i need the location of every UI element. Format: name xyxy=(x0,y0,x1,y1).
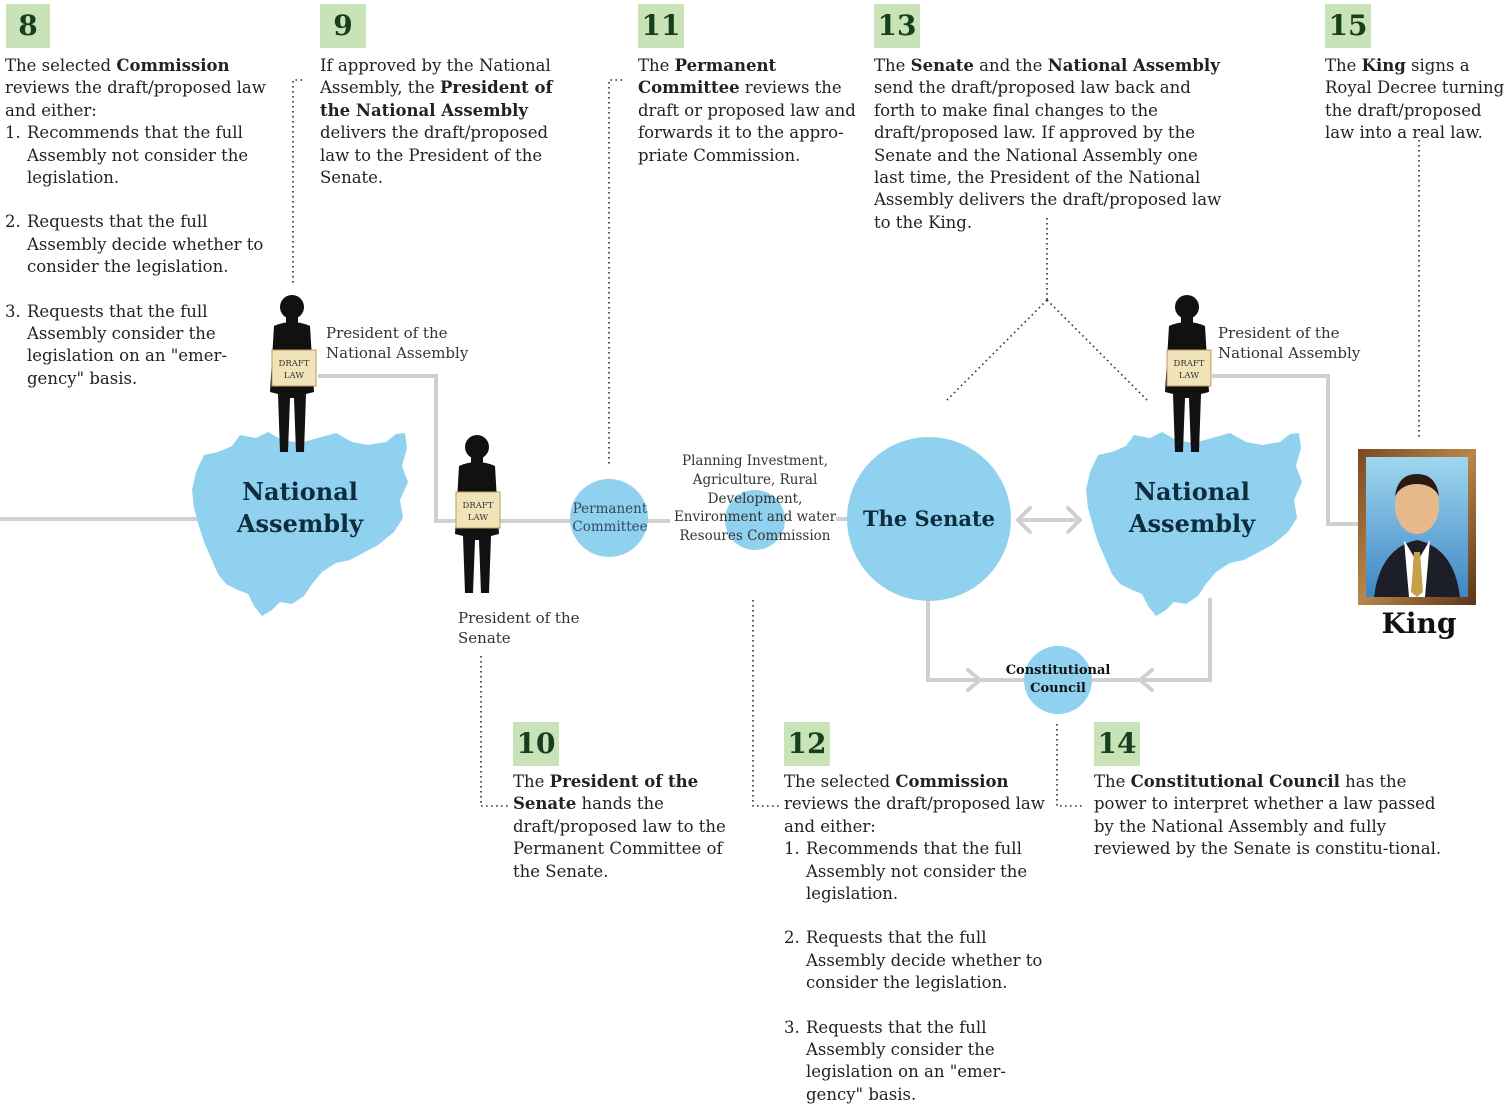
step-10-pre: The xyxy=(513,772,550,791)
senate-label: The Senate xyxy=(862,506,996,531)
step-8-options: 1. Recommends that the full Assembly not … xyxy=(5,122,275,390)
commission-bubble-icon xyxy=(725,490,785,550)
step-9-text: If approved by the National Assembly, th… xyxy=(320,55,570,189)
step-13-text: The Senate and the National Assembly sen… xyxy=(874,55,1224,234)
list-item-number: 2. xyxy=(784,928,800,948)
step-badge-11: 11 xyxy=(638,4,684,48)
constitutional-council-label: Constitutional Council xyxy=(1005,663,1111,696)
flow-arrows xyxy=(966,506,1154,692)
draft-law-sign-right-line1: DRAFT xyxy=(1174,359,1205,369)
king-portrait-icon xyxy=(1358,449,1476,605)
constitutional-council-bubble-icon xyxy=(1024,646,1092,714)
step-13-mid: and the xyxy=(973,56,1048,75)
step-15-pre: The xyxy=(1325,56,1362,75)
step-9-pre: If approved by the National Assembly, th… xyxy=(320,56,551,98)
commission-label: Planning Investment, Agriculture, Rural … xyxy=(673,453,837,545)
draft-law-sign-right-line2: LAW xyxy=(1179,371,1199,381)
step-11-bold: Permanent Committee xyxy=(638,56,777,98)
step-badge-12: 12 xyxy=(784,722,830,766)
step-8-intro-post: reviews the draft/proposed law and eithe… xyxy=(5,78,266,120)
list-item-number: 1. xyxy=(784,839,800,859)
step-10-bold: President of the Senate xyxy=(513,772,699,814)
national-assembly-left-label: National Assembly xyxy=(236,477,364,538)
list-item-text: Requests that the full Assembly consider… xyxy=(27,301,227,388)
draft-law-sign-left-line1: DRAFT xyxy=(279,359,310,369)
step-badge-13: 13 xyxy=(874,4,920,48)
step-8-text: The selected Commission reviews the draf… xyxy=(5,55,275,390)
list-item: 1. Recommends that the full Assembly not … xyxy=(784,838,1046,905)
step-11-post: reviews the draft or proposed law and fo… xyxy=(638,78,856,165)
step-12-intro-bold: Commission xyxy=(895,772,1009,791)
list-item: 1. Recommends that the full Assembly not … xyxy=(5,122,275,189)
draft-law-sign-senate-line2: LAW xyxy=(468,513,488,523)
step-12-intro: The selected Commission reviews the draf… xyxy=(784,771,1046,838)
president-senate-label: President of the Senate xyxy=(458,609,580,647)
dotted-leaders xyxy=(292,79,1420,807)
step-11-pre: The xyxy=(638,56,675,75)
step-badge-10: 10 xyxy=(513,722,559,766)
list-item-number: 3. xyxy=(5,301,21,321)
president-na-left-label: President of the National Assembly xyxy=(326,324,469,362)
step-9-post: delivers the draft/proposed law to the P… xyxy=(320,123,549,188)
step-15-text: The King signs a Royal Decree turning th… xyxy=(1325,55,1507,145)
list-item-number: 2. xyxy=(5,212,21,232)
president-na-left-silhouette-icon: DRAFT LAW xyxy=(270,295,317,452)
national-assembly-right-label: National Assembly xyxy=(1128,477,1256,538)
president-na-right-silhouette-icon: DRAFT LAW xyxy=(1165,295,1212,452)
step-badge-14: 14 xyxy=(1094,722,1140,766)
step-11-text: The Permanent Committee reviews the draf… xyxy=(638,55,870,167)
list-item: 3. Requests that the full Assembly consid… xyxy=(784,1017,1046,1107)
national-assembly-right-map-icon xyxy=(1086,432,1302,616)
step-8-intro-pre: The selected xyxy=(5,56,117,75)
list-item-number: 1. xyxy=(5,123,21,143)
step-13-bold2: National Assembly xyxy=(1047,56,1220,75)
step-14-bold: Constitutional Council xyxy=(1130,772,1340,791)
step-badge-8: 8 xyxy=(6,4,50,48)
step-12-intro-pre: The selected xyxy=(784,772,896,791)
step-badge-9: 9 xyxy=(320,4,366,48)
list-item-text: Recommends that the full Assembly not co… xyxy=(27,123,249,188)
list-item: 2. Requests that the full Assembly decide… xyxy=(784,927,1046,994)
list-item-text: Requests that the full Assembly decide w… xyxy=(27,212,264,277)
list-item-number: 3. xyxy=(784,1017,800,1037)
king-label: King xyxy=(1381,607,1457,640)
draft-law-sign-senate-line1: DRAFT xyxy=(463,501,494,511)
step-8-intro-bold: Commission xyxy=(116,56,230,75)
step-13-post: send the draft/proposed law back and for… xyxy=(874,78,1222,232)
draft-law-sign-left-line2: LAW xyxy=(284,371,304,381)
step-9-bold: President of the National Assembly xyxy=(320,78,553,120)
step-13-bold: Senate xyxy=(910,56,974,75)
step-10-post: hands the draft/proposed law to the Perm… xyxy=(513,794,726,881)
permanent-committee-bubble-icon xyxy=(570,479,648,557)
step-15-post: signs a Royal Decree turning the draft/p… xyxy=(1325,56,1505,143)
step-12-options: 1. Recommends that the full Assembly not … xyxy=(784,838,1046,1106)
list-item: 3. Requests that the full Assembly consid… xyxy=(5,301,275,391)
step-badge-15: 15 xyxy=(1325,4,1371,48)
list-item-text: Requests that the full Assembly consider… xyxy=(806,1017,1006,1104)
step-14-pre: The xyxy=(1094,772,1131,791)
step-8-intro: The selected Commission reviews the draf… xyxy=(5,55,275,122)
national-assembly-left-map-icon xyxy=(192,432,408,616)
step-12-text: The selected Commission reviews the draf… xyxy=(784,771,1046,1106)
step-13-pre: The xyxy=(874,56,911,75)
list-item-text: Requests that the full Assembly decide w… xyxy=(806,928,1043,993)
step-15-bold: King xyxy=(1361,56,1406,75)
president-senate-silhouette-icon: DRAFT LAW xyxy=(455,435,501,593)
list-item: 2. Requests that the full Assembly decide… xyxy=(5,211,275,278)
senate-bubble-icon xyxy=(847,437,1011,601)
step-14-post: has the power to interpret whether a law… xyxy=(1094,772,1442,859)
flow-lines xyxy=(0,374,1362,682)
step-10-text: The President of the Senate hands the dr… xyxy=(513,771,741,883)
step-14-text: The Constitutional Council has the power… xyxy=(1094,771,1442,861)
list-item-text: Recommends that the full Assembly not co… xyxy=(806,839,1028,904)
permanent-committee-label: Permanent Committee xyxy=(572,501,648,535)
step-12-intro-post: reviews the draft/proposed law and eithe… xyxy=(784,794,1045,836)
president-na-right-label: President of the National Assembly xyxy=(1218,324,1361,362)
